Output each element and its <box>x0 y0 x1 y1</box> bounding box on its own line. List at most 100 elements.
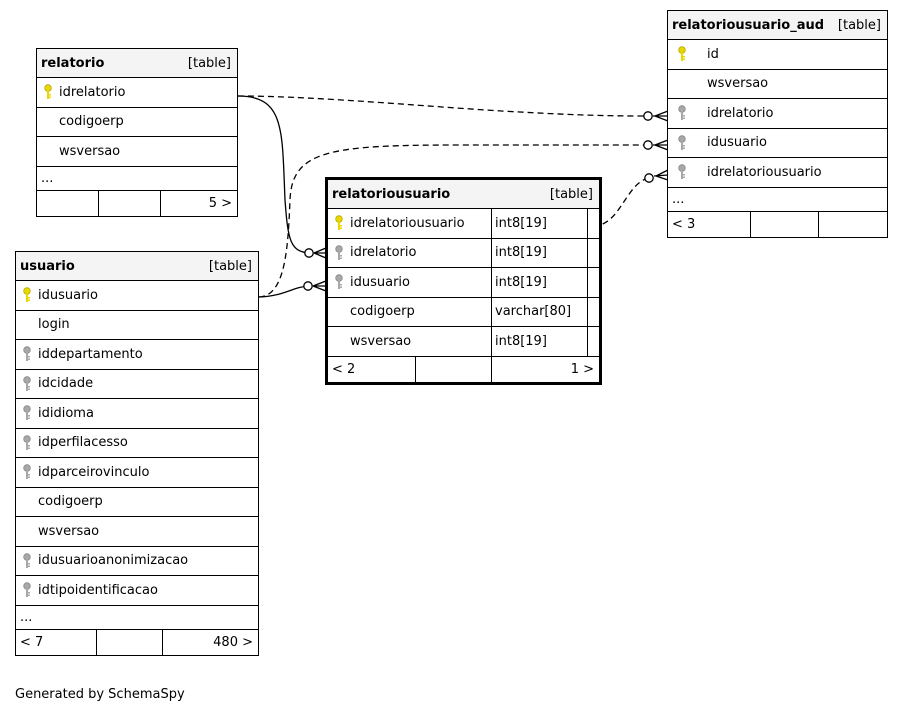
table-footer: < 2 1 > <box>328 356 599 382</box>
child-count <box>819 212 887 237</box>
column-name: codigoerp <box>59 114 124 130</box>
column-row[interactable]: iddepartamento <box>16 340 258 370</box>
foreign-key-icon <box>668 135 696 151</box>
foreign-key-icon <box>16 435 38 451</box>
column-row[interactable]: idperfilacesso <box>16 429 258 458</box>
table-header: relatoriousuario [table] <box>328 180 599 209</box>
column-name: idusuario <box>38 287 98 303</box>
column-name: ididioma <box>38 405 94 421</box>
fk-line-relatorio-aud <box>237 95 648 117</box>
column-row[interactable]: idusuario <box>16 281 258 311</box>
table-footer: < 3 <box>668 211 887 237</box>
column-name: wsversao <box>707 76 769 92</box>
column-row[interactable]: ididioma <box>16 399 258 429</box>
table-usuario[interactable]: usuario [table] idusuario login iddepart… <box>15 251 259 656</box>
parent-count: < 2 <box>328 356 416 382</box>
table-footer: 5 > <box>37 190 237 216</box>
column-row[interactable]: id <box>668 40 887 70</box>
column-name: idtipoidentificacao <box>38 582 158 598</box>
column-row[interactable]: codigoerp <box>37 108 237 137</box>
column-row[interactable]: idrelatorio int8[19] <box>328 238 599 268</box>
column-name: wsversao <box>59 143 121 159</box>
column-row[interactable]: codigoerp <box>16 488 258 517</box>
column-row[interactable]: idusuario <box>668 129 887 158</box>
column-row[interactable]: idusuario int8[19] <box>328 268 599 298</box>
crowfoot-marker <box>643 110 669 122</box>
column-name: iddepartamento <box>38 346 143 362</box>
column-row[interactable]: idrelatorio <box>37 78 237 108</box>
column-type: varchar[80] <box>491 297 588 326</box>
column-name: wsversao <box>350 333 412 349</box>
column-row[interactable]: wsversao <box>668 70 887 99</box>
column-name: login <box>38 317 70 333</box>
column-name: idusuario <box>707 135 767 151</box>
table-relatoriousuario-aud[interactable]: relatoriousuario_aud [table] id wsversao… <box>667 10 888 238</box>
foreign-key-icon <box>16 464 38 480</box>
column-row[interactable]: idrelatorio <box>668 99 887 129</box>
table-type: [table] <box>208 258 252 274</box>
generated-by-credit: Generated by SchemaSpy <box>15 687 185 702</box>
column-count <box>416 356 492 382</box>
column-row[interactable]: wsversao int8[19] <box>328 327 599 357</box>
primary-key-icon <box>37 84 59 100</box>
column-name: idrelatoriousuario <box>350 215 465 231</box>
foreign-key-icon <box>16 346 38 362</box>
fk-line-usuario-aud <box>258 144 647 298</box>
table-relatorio[interactable]: relatorio [table] idrelatorio codigoerp … <box>36 48 238 217</box>
foreign-key-icon <box>16 553 38 569</box>
column-count <box>97 629 163 655</box>
parent-count: < 7 <box>16 629 97 655</box>
table-type: [table] <box>837 17 881 33</box>
column-name: idusuario <box>350 274 410 290</box>
primary-key-icon <box>668 46 696 62</box>
table-header: relatoriousuario_aud [table] <box>668 11 887 40</box>
column-row[interactable]: idtipoidentificacao <box>16 576 258 606</box>
column-name: idrelatorio <box>59 84 126 100</box>
column-count <box>99 190 161 216</box>
foreign-key-icon <box>328 245 350 261</box>
table-type: [table] <box>549 186 593 202</box>
column-row[interactable]: idusuarioanonimizacao <box>16 547 258 576</box>
column-row[interactable]: login <box>16 311 258 340</box>
column-name: idrelatoriousuario <box>707 164 822 180</box>
column-name: id <box>707 46 719 62</box>
column-row[interactable]: wsversao <box>37 137 237 167</box>
column-row[interactable]: idcidade <box>16 370 258 399</box>
column-type: int8[19] <box>491 327 588 356</box>
table-name: relatorio <box>41 55 105 71</box>
child-count: 1 > <box>570 361 594 377</box>
parent-count: < 3 <box>668 211 751 237</box>
column-type: int8[19] <box>491 268 588 297</box>
primary-key-icon <box>328 215 350 231</box>
more-columns: ... <box>37 167 237 191</box>
crowfoot-marker <box>304 247 327 259</box>
column-row[interactable]: wsversao <box>16 517 258 547</box>
crowfoot-marker <box>643 139 669 151</box>
table-name: relatoriousuario_aud <box>672 17 825 33</box>
column-row[interactable]: idrelatoriousuario int8[19] <box>328 209 599 239</box>
column-count <box>751 211 819 237</box>
column-type: int8[19] <box>491 209 588 238</box>
child-count: 5 > <box>208 195 232 211</box>
parent-count <box>37 190 99 216</box>
column-row[interactable]: idparceirovinculo <box>16 458 258 488</box>
table-relatoriousuario[interactable]: relatoriousuario [table] idrelatoriousua… <box>325 177 602 385</box>
more-columns: ... <box>668 188 887 212</box>
table-type: [table] <box>187 55 231 71</box>
fk-line-usuario-relatoriousuario <box>258 285 310 298</box>
column-name: wsversao <box>38 523 100 539</box>
table-name: relatoriousuario <box>332 186 451 202</box>
fk-line-relatorio-relatoriousuario <box>237 95 311 254</box>
column-name: codigoerp <box>38 494 103 510</box>
foreign-key-icon <box>328 274 350 290</box>
table-header: relatorio [table] <box>37 49 237 78</box>
column-name: idrelatorio <box>350 245 417 261</box>
child-count: 480 > <box>213 634 253 650</box>
column-name: idperfilacesso <box>38 435 128 451</box>
column-row[interactable]: idrelatoriousuario <box>668 158 887 188</box>
column-row[interactable]: codigoerp varchar[80] <box>328 297 599 327</box>
foreign-key-icon <box>668 164 696 180</box>
crowfoot-marker <box>644 169 669 183</box>
table-name: usuario <box>20 258 75 274</box>
